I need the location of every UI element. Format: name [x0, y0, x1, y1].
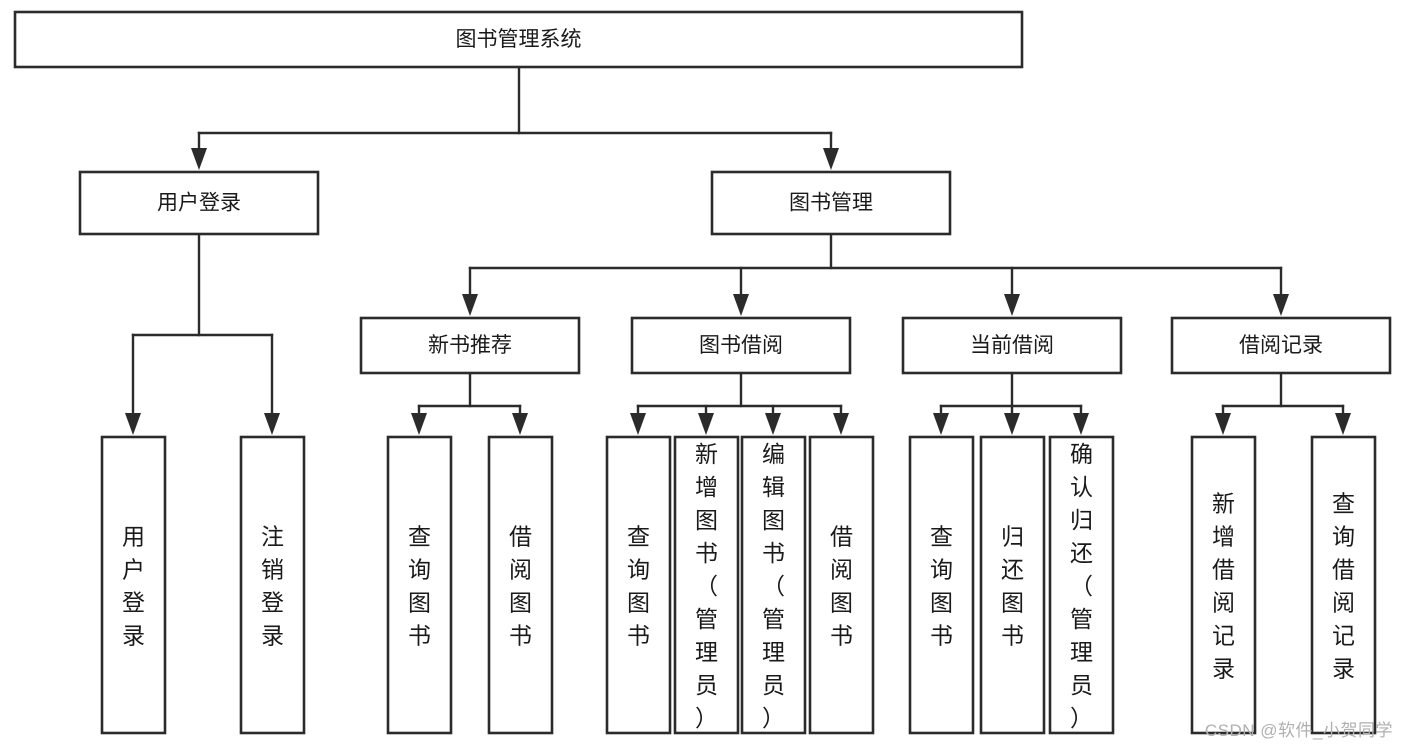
arrow-to-new-book-recommend [462, 266, 478, 316]
node-leaf-edit-book[interactable]: 编辑图书（管理员） [740, 435, 807, 735]
arrow-to-leaf-query-book-borrow [630, 404, 646, 435]
node-leaf-user-login[interactable]: 用户登录 [100, 435, 167, 735]
node-new-book-recommend[interactable]: 新书推荐 [359, 316, 581, 375]
arrow-to-leaf-borrow-book [833, 404, 849, 435]
arrow-to-book-borrow [733, 266, 749, 316]
arrow-to-book-manage [823, 131, 839, 170]
node-label: 借阅图书 [830, 524, 853, 649]
arrow-to-user-login [191, 131, 207, 170]
node-label: 用户登录 [122, 524, 145, 649]
node-label: 新增借阅记录 [1212, 491, 1235, 682]
arrow-to-leaf-confirm-return [1073, 404, 1089, 435]
connector-bus-new-book [417, 371, 522, 408]
node-current-borrow[interactable]: 当前借阅 [901, 316, 1123, 375]
node-leaf-add-book[interactable]: 新增图书（管理员） [673, 435, 740, 735]
arrow-to-borrow-record [1273, 266, 1289, 316]
node-leaf-confirm-return[interactable]: 确认归还（管理员） [1048, 435, 1115, 735]
node-leaf-query-book-current[interactable]: 查询图书 [908, 435, 975, 735]
node-label: 注销登录 [261, 524, 284, 649]
node-user-login[interactable]: 用户登录 [78, 170, 320, 236]
node-book-borrow[interactable]: 图书借阅 [630, 316, 852, 375]
connector-bus-borrow-record [1221, 371, 1345, 408]
node-label: 查询借阅记录 [1332, 491, 1355, 682]
node-leaf-return-book[interactable]: 归还图书 [979, 435, 1046, 735]
node-label: 图书管理系统 [456, 28, 582, 51]
node-label: 借阅图书 [509, 524, 532, 649]
connector-bus-current-borrow [939, 371, 1083, 408]
node-leaf-borrow-book-recommend[interactable]: 借阅图书 [487, 435, 554, 735]
arrow-to-leaf-add-borrow-record [1215, 404, 1231, 435]
node-leaf-query-book-borrow[interactable]: 查询图书 [605, 435, 672, 735]
node-leaf-query-book-recommend[interactable]: 查询图书 [386, 435, 453, 735]
node-leaf-query-borrow-record[interactable]: 查询借阅记录 [1310, 435, 1377, 735]
arrow-to-leaf-query-book-current [933, 404, 949, 435]
node-label: 归还图书 [1001, 524, 1024, 649]
arrow-to-leaf-add-book [698, 404, 714, 435]
arrow-to-leaf-query-borrow-record [1335, 404, 1351, 435]
arrow-to-leaf-user-login [125, 333, 141, 435]
node-label: 图书管理 [789, 192, 873, 215]
arrow-to-leaf-borrow-book-recommend [512, 404, 528, 435]
node-label: 用户登录 [157, 192, 241, 215]
connector-bus-root [197, 65, 833, 135]
node-label: 借阅记录 [1239, 334, 1323, 357]
arrow-to-leaf-return-book [1004, 404, 1020, 435]
connector-bus-user-login [131, 232, 274, 337]
connector-bus-book-borrow [636, 371, 843, 408]
node-leaf-add-borrow-record[interactable]: 新增借阅记录 [1190, 435, 1257, 735]
node-label: 当前借阅 [970, 334, 1054, 357]
node-label: 查询图书 [930, 524, 953, 649]
node-label: 确认归还（管理员） [1070, 441, 1093, 731]
node-label: 查询图书 [627, 524, 650, 649]
node-label: 编辑图书（管理员） [762, 441, 785, 731]
node-borrow-record[interactable]: 借阅记录 [1170, 316, 1392, 375]
node-book-manage[interactable]: 图书管理 [710, 170, 952, 236]
node-label: 新增图书（管理员） [695, 441, 718, 731]
node-leaf-logout[interactable]: 注销登录 [239, 435, 306, 735]
connector-bus-book-manage [468, 232, 1283, 270]
arrow-to-leaf-edit-book [765, 404, 781, 435]
node-layer: 图书管理系统用户登录图书管理新书推荐图书借阅当前借阅借阅记录用户登录注销登录查询… [13, 10, 1392, 735]
watermark-label: CSDN @软件_小贺同学 [1204, 721, 1393, 740]
arrow-to-leaf-query-book-recommend [411, 404, 427, 435]
node-label: 查询图书 [408, 524, 431, 649]
node-leaf-borrow-book[interactable]: 借阅图书 [808, 435, 875, 735]
node-label: 图书借阅 [699, 334, 783, 357]
node-root[interactable]: 图书管理系统 [13, 10, 1024, 69]
arrow-to-leaf-logout [264, 333, 280, 435]
node-label: 新书推荐 [428, 334, 512, 357]
connector-layer [125, 65, 1351, 435]
arrow-to-current-borrow [1004, 266, 1020, 316]
